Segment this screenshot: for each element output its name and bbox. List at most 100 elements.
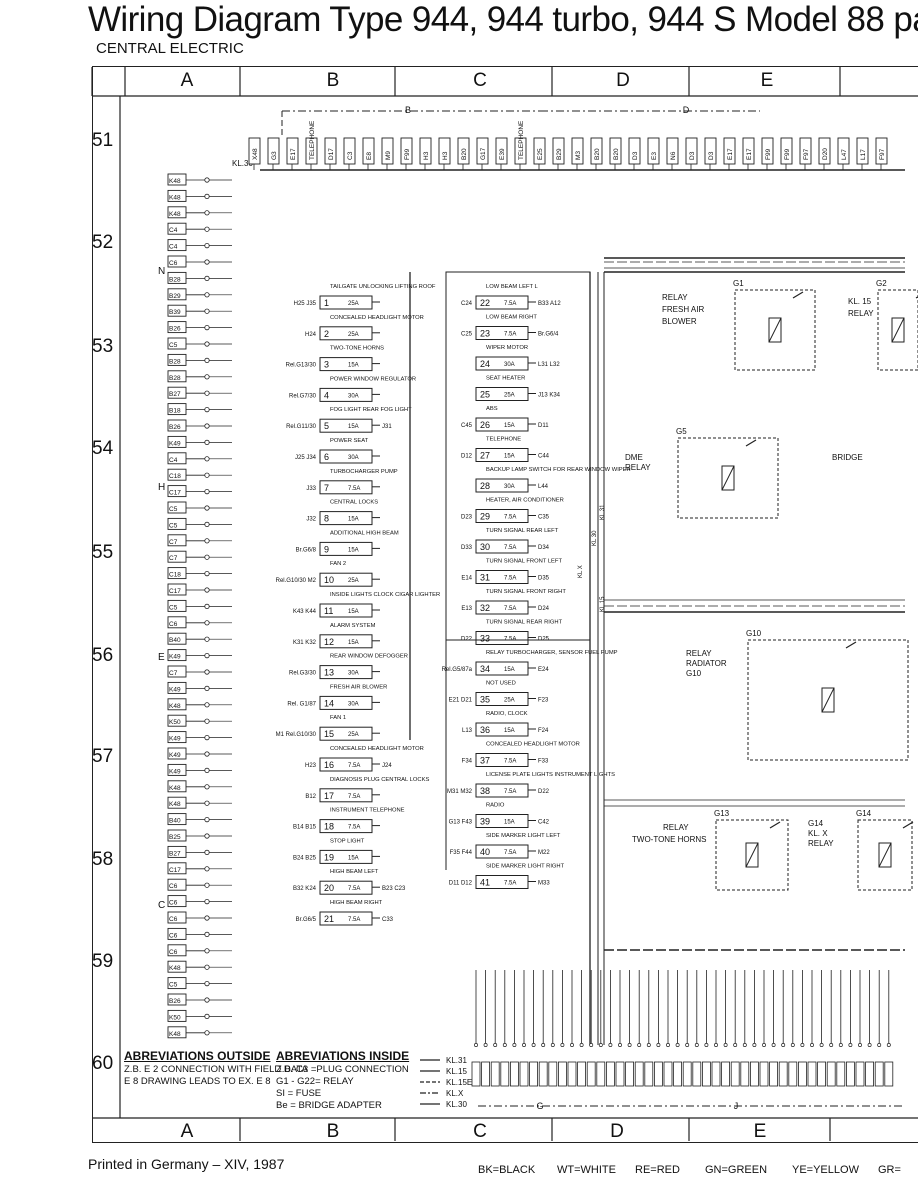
top-connector-box — [780, 137, 793, 165]
fuse-left-ref-38: M31 M32 — [447, 789, 473, 795]
plug-pin — [204, 472, 210, 478]
row-header-57: 57 — [92, 746, 114, 767]
fuse-right-ref-28: L44 — [538, 484, 549, 490]
top-connector-label: TELEPHONE — [518, 120, 525, 160]
plug-label: B27 — [169, 850, 181, 857]
fuse-label-27: TELEPHONE — [486, 437, 521, 443]
relay-coil-diag-G10 — [821, 687, 835, 713]
abbrev-inside-title: ABREVIATIONS INSIDE — [276, 1049, 410, 1063]
plug-box — [167, 944, 187, 957]
fuse-number-25: 25 — [480, 390, 490, 400]
bottom-pin — [714, 1043, 718, 1047]
plug-box — [167, 813, 187, 826]
top-connector-label: C3 — [347, 151, 354, 160]
top-connector-box — [400, 137, 413, 165]
relay-text-g5-a: DME — [625, 453, 643, 462]
fuse-rating-17: 7.5A — [348, 794, 360, 800]
relay-text-g6: BRIDGE — [832, 453, 863, 462]
bottom-connector-box — [682, 1061, 692, 1087]
plug-pin — [204, 243, 210, 249]
terminal-label-0: KL.31 — [446, 1056, 467, 1065]
bottom-connector-box — [586, 1061, 596, 1087]
plug-label: C6 — [169, 900, 178, 907]
fuse-label-8: CENTRAL LOCKS — [330, 500, 378, 506]
plug-label: B26 — [169, 424, 181, 431]
top-connector-label: D3 — [632, 151, 639, 160]
fuse-label-34: RELAY TURBOCHARGER, SENSOR FUEL PUMP — [486, 650, 618, 656]
harness-label-klx: KL X — [578, 565, 584, 578]
relay-text-g2-b: RELAY — [848, 309, 874, 318]
fuse-number-11: 11 — [324, 606, 333, 616]
plug-label: C17 — [169, 867, 181, 874]
plug-box — [167, 927, 187, 940]
fuse-right-ref-39: C42 — [538, 820, 550, 826]
plug-label: C6 — [169, 260, 178, 267]
plug-label: B28 — [169, 276, 181, 283]
relay-text-g13-b: TWO-TONE HORNS — [632, 835, 707, 844]
plug-pin — [204, 374, 210, 380]
plug-label: C18 — [169, 572, 181, 579]
plug-pin — [204, 800, 210, 806]
plug-label: C7 — [169, 555, 178, 562]
fuse-number-27: 27 — [480, 451, 490, 461]
plug-box — [167, 632, 187, 645]
bottom-pin — [790, 1043, 795, 1047]
plug-box — [167, 353, 187, 366]
fuse-label-36: RADIO, CLOCK — [486, 711, 528, 717]
relay-switch-G10 — [845, 641, 857, 649]
bottom-pin — [474, 1043, 478, 1047]
fuse-rating-26: 15A — [504, 423, 515, 429]
plug-pin — [204, 1013, 210, 1020]
top-connector-box — [799, 137, 812, 165]
plug-label: B25 — [169, 834, 181, 841]
plug-label: K48 — [169, 178, 181, 185]
plug-box — [167, 550, 187, 563]
top-connector-label: L17 — [860, 149, 867, 160]
fuse-label-31: TURN SIGNAL FRONT LEFT — [486, 559, 562, 565]
top-connector-box — [495, 137, 508, 165]
top-connector-box — [856, 137, 869, 165]
plug-label: C5 — [169, 982, 178, 989]
row-header-53: 53 — [92, 336, 114, 357]
fuse-rating-13: 30A — [348, 671, 359, 677]
plug-box — [167, 517, 187, 530]
top-connector-box — [647, 137, 660, 165]
bottom-pin — [502, 1043, 507, 1047]
plug-pin — [204, 521, 210, 528]
plug-pin — [204, 1030, 210, 1036]
fuse-left-ref-3: Rel.G13/30 — [286, 363, 317, 369]
fuse-right-ref-25: J13 K34 — [538, 393, 561, 399]
fuse-left-ref-17: B12 — [305, 794, 316, 800]
relay-coil-diag-G5 — [721, 465, 735, 491]
fuse-left-ref-27: D12 — [461, 454, 473, 460]
fuse-rating-34: 15A — [504, 667, 515, 673]
top-connector-box — [286, 137, 299, 165]
top-connector-label: G17 — [480, 147, 487, 160]
plug-box — [167, 796, 187, 809]
abbrev-inside-0: Z.B. C3 =PLUG CONNECTION — [276, 1064, 409, 1075]
fuse-label-11: INSIDE LIGHTS CLOCK CIGAR LIGHTER — [330, 592, 440, 598]
plug-label: K48 — [169, 194, 181, 201]
plug-label: B29 — [169, 293, 181, 300]
plug-box — [167, 173, 187, 186]
bottom-connector-box — [663, 1061, 673, 1087]
fuse-number-14: 14 — [324, 698, 334, 708]
bottom-connector-box — [807, 1061, 817, 1087]
top-connector-label: D17 — [328, 148, 335, 160]
top-connector-label: H3 — [442, 151, 449, 160]
plug-label: K49 — [169, 736, 181, 743]
row-header-52: 52 — [92, 232, 114, 253]
bottom-pin — [512, 1043, 517, 1047]
fuse-left-ref-9: Br.G6/8 — [296, 547, 317, 553]
fuse-left-ref-35: E21 D21 — [449, 698, 473, 704]
plug-box — [167, 288, 187, 301]
bottom-connector-box — [740, 1061, 750, 1087]
section-marker-n: N — [158, 266, 165, 277]
fuse-label-9: ADDITIONAL HIGH BEAM — [330, 530, 399, 536]
plug-pin — [204, 751, 210, 757]
relay-text-g1-b: FRESH AIR — [662, 305, 704, 314]
fuse-rating-1: 25A — [348, 301, 359, 307]
color-legend-2: RE=RED — [635, 1164, 680, 1176]
fuse-left-ref-26: C45 — [461, 423, 473, 429]
fuse-right-ref-38: D22 — [538, 789, 550, 795]
